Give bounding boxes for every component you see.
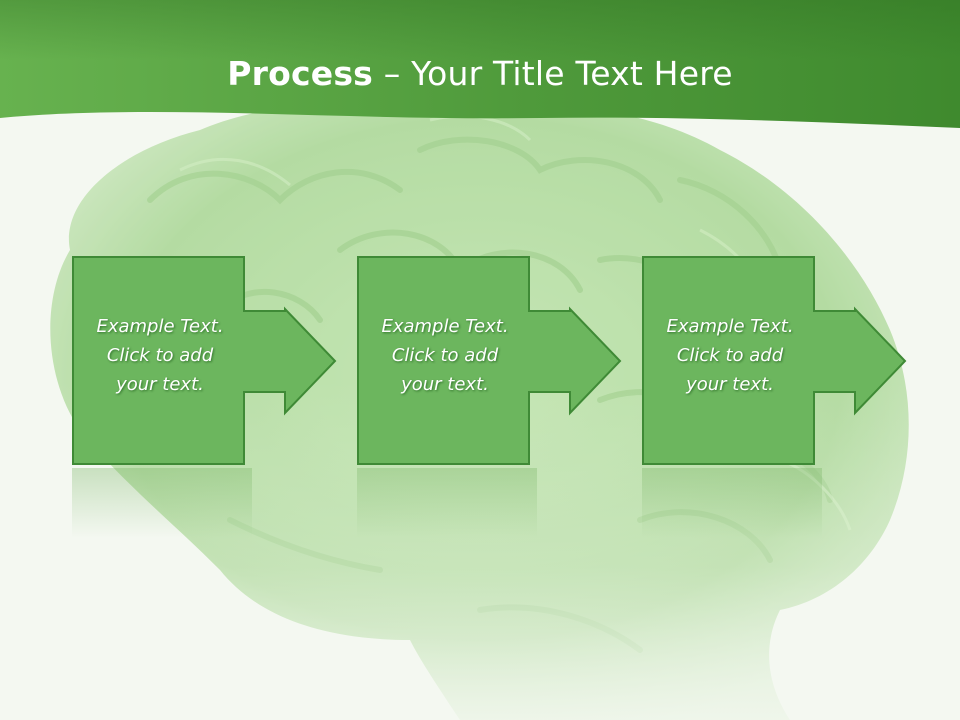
- process-step-2[interactable]: Example Text. Click to add your text.: [357, 256, 627, 538]
- title-bold: Process: [227, 54, 374, 93]
- step-text-line-3: your text.: [401, 374, 489, 395]
- step-text-line-2: Click to add: [106, 345, 214, 366]
- step-text-line-2: Click to add: [676, 345, 784, 366]
- step-text-line-1: Example Text.: [381, 316, 509, 337]
- arrow-callout-shape: [642, 256, 907, 465]
- step-reflection: [72, 468, 252, 538]
- slide-title[interactable]: Process – Your Title Text Here: [0, 52, 960, 96]
- step-text-line-3: your text.: [116, 374, 204, 395]
- arrow-callout-shape: [72, 256, 337, 465]
- arrow-callout-shape: [357, 256, 622, 465]
- step-text-line-1: Example Text.: [96, 316, 224, 337]
- process-step-3[interactable]: Example Text. Click to add your text.: [642, 256, 912, 538]
- title-rest: – Your Title Text Here: [373, 54, 733, 93]
- step-text[interactable]: Example Text. Click to add your text.: [72, 312, 248, 399]
- process-step-1[interactable]: Example Text. Click to add your text.: [72, 256, 342, 538]
- step-text[interactable]: Example Text. Click to add your text.: [642, 312, 818, 399]
- step-reflection: [642, 468, 822, 538]
- step-text-line-3: your text.: [686, 374, 774, 395]
- step-reflection: [357, 468, 537, 538]
- step-text-line-1: Example Text.: [666, 316, 794, 337]
- step-text[interactable]: Example Text. Click to add your text.: [357, 312, 533, 399]
- step-text-line-2: Click to add: [391, 345, 499, 366]
